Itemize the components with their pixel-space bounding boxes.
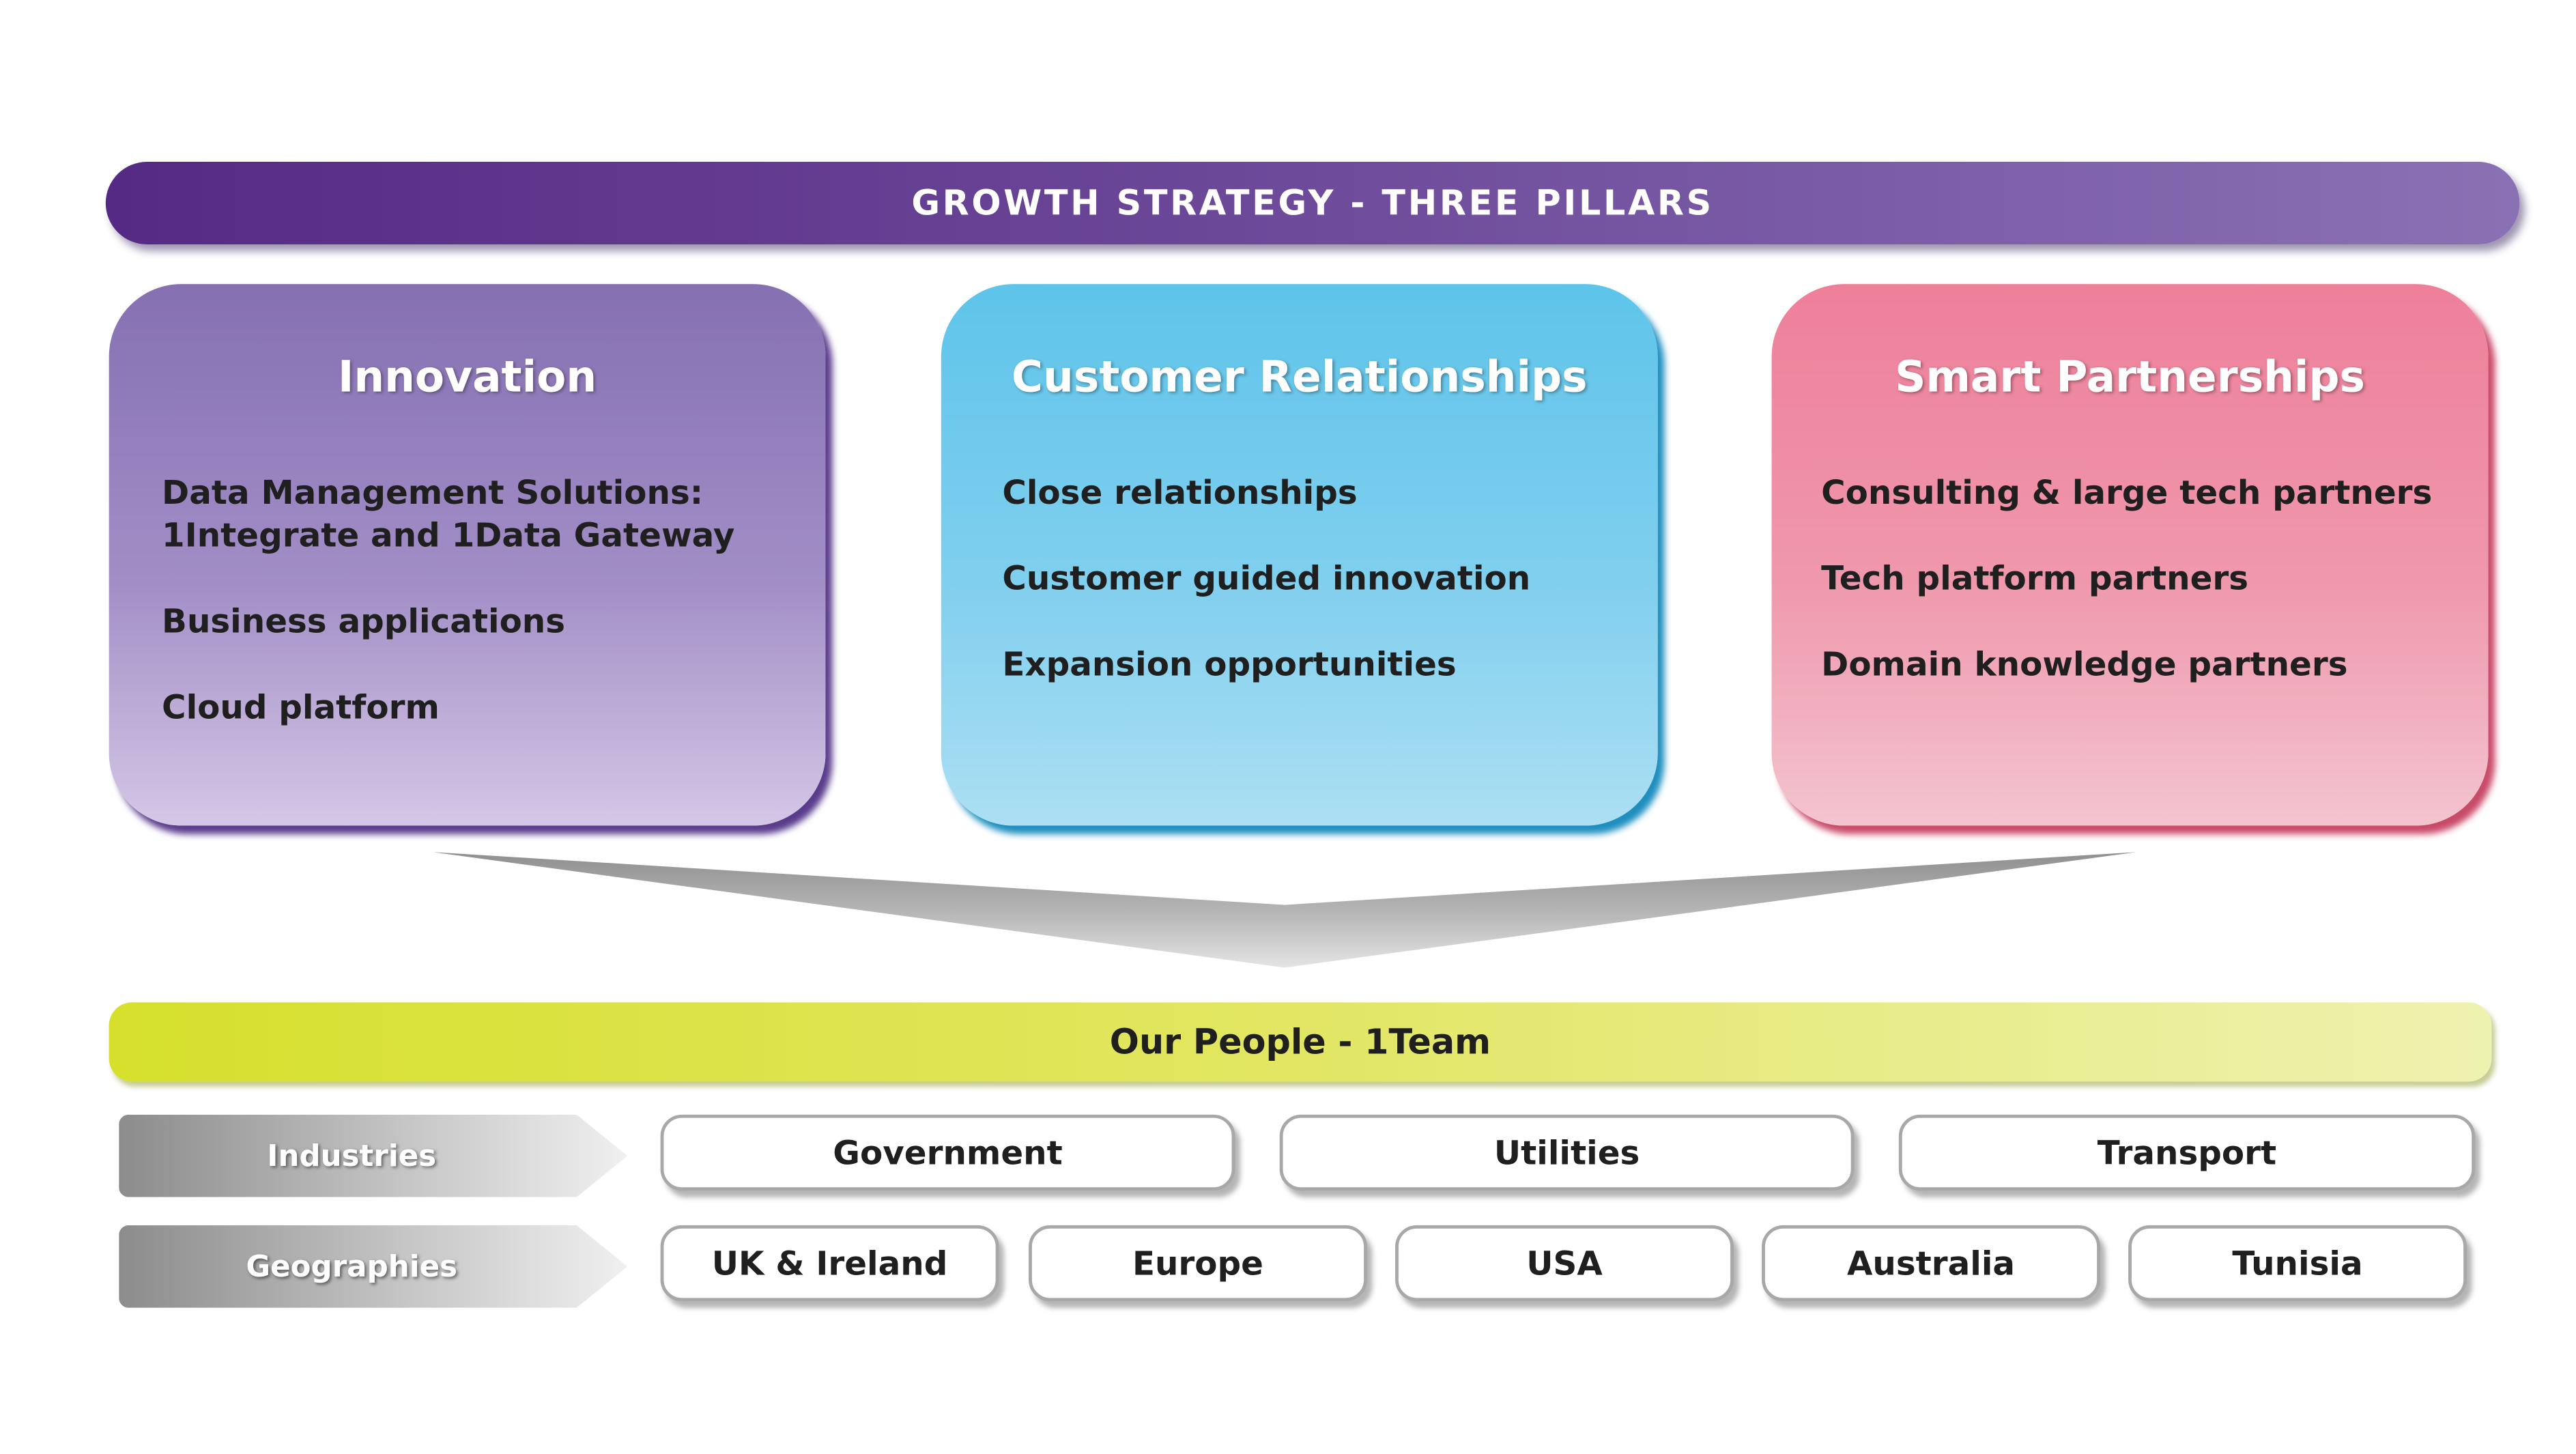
- pillar-items: Close relationships Customer guided inno…: [1002, 470, 1641, 728]
- our-people-bar: Our People - 1Team: [109, 1002, 2492, 1082]
- pillar-items: Consulting & large tech partners Tech pl…: [1821, 470, 2472, 728]
- geo-europe: Europe: [1029, 1225, 1367, 1302]
- funnel-arrow: [432, 852, 2137, 968]
- industry-government: Government: [660, 1114, 1235, 1191]
- geographies-label: Geographies: [119, 1225, 628, 1308]
- growth-strategy-banner: GROWTH STRATEGY - THREE PILLARS: [105, 162, 2520, 245]
- pillar-title: Smart Partnerships: [1895, 353, 2365, 403]
- pillar-customer-relationships: Customer Relationships Close relationshi…: [941, 284, 1658, 826]
- pillar-item: Tech platform partners: [1821, 558, 2249, 598]
- industry-utilities: Utilities: [1279, 1114, 1855, 1191]
- industries-label: Industries: [119, 1114, 628, 1197]
- pillar-smart-partnerships: Smart Partnerships Consulting & large te…: [1771, 284, 2489, 826]
- pillar-title: Customer Relationships: [1011, 353, 1588, 403]
- pillar-item: Expansion opportunities: [1002, 644, 1457, 684]
- industries-label-text: Industries: [267, 1138, 437, 1173]
- pillar-item: Cloud platform: [162, 687, 440, 727]
- pillar-item: Business applications: [162, 601, 566, 641]
- pillar-title: Innovation: [337, 353, 597, 403]
- pillar-item: Domain knowledge partners: [1821, 644, 2348, 684]
- pillar-item: Consulting & large tech partners: [1821, 472, 2433, 512]
- pillar-item: Data Management Solutions: 1Integrate an…: [162, 472, 735, 555]
- banner-title: GROWTH STRATEGY - THREE PILLARS: [911, 183, 1714, 223]
- pillar-item: Customer guided innovation: [1002, 558, 1531, 598]
- industry-transport: Transport: [1898, 1114, 2476, 1191]
- pillar-item: Close relationships: [1002, 472, 1358, 512]
- geo-australia: Australia: [1762, 1225, 2100, 1302]
- pillar-innovation: Innovation Data Management Solutions: 1I…: [109, 284, 826, 826]
- geographies-label-text: Geographies: [246, 1249, 458, 1284]
- geo-tunisia: Tunisia: [2128, 1225, 2467, 1302]
- geo-uk-ireland: UK & Ireland: [660, 1225, 999, 1302]
- people-label: Our People - 1Team: [1109, 1022, 1491, 1062]
- geo-usa: USA: [1395, 1225, 1734, 1302]
- pillar-items: Data Management Solutions: 1Integrate an…: [162, 470, 809, 771]
